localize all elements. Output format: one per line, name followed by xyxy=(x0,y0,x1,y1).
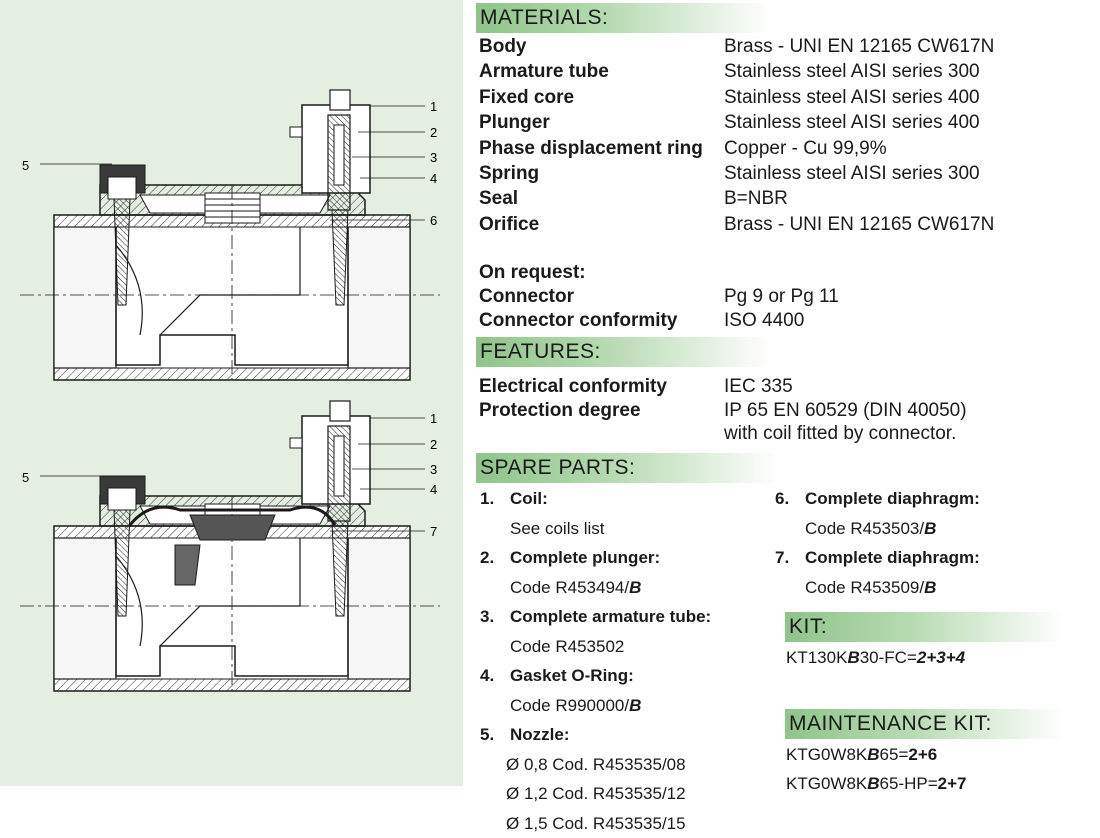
material-value: Stainless steel AISI series 400 xyxy=(724,85,980,110)
maintenance-kit-header: MAINTENANCE KIT: xyxy=(785,709,1064,739)
material-label: Plunger xyxy=(479,110,550,135)
on-request-label: Connector conformity xyxy=(479,309,677,333)
callout-5-top: 5 xyxy=(22,158,29,173)
callout-2-bottom: 2 xyxy=(430,437,437,452)
material-value: Stainless steel AISI series 300 xyxy=(724,161,980,186)
spare-parts-right-list: 6.Complete diaphragm: Code R453503/B 7.C… xyxy=(775,484,980,602)
nozzle-code: Ø 0,8 Cod. R453535/08 xyxy=(480,750,711,780)
feature-note: with coil fitted by connector. xyxy=(724,422,956,446)
callout-1-bottom: 1 xyxy=(430,411,437,426)
spare-part-title: 4.Gasket O-Ring: xyxy=(480,661,711,691)
spare-part-code: Code R453502 xyxy=(480,632,711,662)
features-header: FEATURES: xyxy=(476,337,770,367)
on-request-value: ISO 4400 xyxy=(724,309,804,333)
feature-label: Protection degree xyxy=(479,399,641,423)
material-label: Spring xyxy=(479,161,539,186)
material-label: Armature tube xyxy=(479,59,609,84)
spare-part-title: 5.Nozzle: xyxy=(480,720,711,750)
callout-3-top: 3 xyxy=(430,150,437,165)
material-label: Seal xyxy=(479,186,518,211)
spare-part-code: See coils list xyxy=(480,514,711,544)
material-value: Stainless steel AISI series 400 xyxy=(724,110,980,135)
callout-3-bottom: 3 xyxy=(430,462,437,477)
material-label: Fixed core xyxy=(479,85,574,110)
on-request-value: Pg 9 or Pg 11 xyxy=(724,285,839,309)
spare-part-title: 7.Complete diaphragm: xyxy=(775,543,980,573)
material-label: Body xyxy=(479,34,527,59)
spare-parts-header: SPARE PARTS: xyxy=(476,453,780,483)
spare-part-title: 2.Complete plunger: xyxy=(480,543,711,573)
spare-part-code: Code R453509/B xyxy=(775,573,980,603)
feature-value: IEC 335 xyxy=(724,375,793,399)
technical-drawing-panel: 5 1 2 3 4 6 5 1 2 3 4 7 xyxy=(0,0,463,786)
spare-part-code: Code R453494/B xyxy=(480,573,711,603)
valve-drawing-open: 5 1 2 3 4 7 xyxy=(20,401,440,691)
material-label: Phase displacement ring xyxy=(479,136,703,161)
spare-part-title: 6.Complete diaphragm: xyxy=(775,484,980,514)
valve-section-drawings: 5 1 2 3 4 6 5 1 2 3 4 7 xyxy=(0,0,463,786)
materials-header: MATERIALS: xyxy=(476,3,770,33)
material-value: Brass - UNI EN 12165 CW617N xyxy=(724,212,994,237)
maintenance-kit-code: KTG0W8KB65-HP=2+7 xyxy=(786,774,967,794)
callout-4-bottom: 4 xyxy=(430,482,437,497)
on-request-title: On request: xyxy=(479,261,586,285)
spare-parts-left-list: 1.Coil: See coils list 2.Complete plunge… xyxy=(480,484,711,838)
on-request-label: Connector xyxy=(479,285,574,309)
nozzle-code: Ø 1,2 Cod. R453535/12 xyxy=(480,779,711,809)
callout-5-bottom: 5 xyxy=(22,470,29,485)
material-value: Copper - Cu 99,9% xyxy=(724,136,887,161)
spare-part-code: Code R453503/B xyxy=(775,514,980,544)
material-value: B=NBR xyxy=(724,186,788,211)
valve-drawing-closed: 5 1 2 3 4 6 xyxy=(20,90,440,380)
nozzle-code: Ø 1,5 Cod. R453535/15 xyxy=(480,809,711,838)
feature-value: IP 65 EN 60529 (DIN 40050) xyxy=(724,399,967,423)
feature-label: Electrical conformity xyxy=(479,375,667,399)
callout-6-top: 6 xyxy=(430,213,437,228)
callout-1-top: 1 xyxy=(430,99,437,114)
spare-part-title: 1.Coil: xyxy=(480,484,711,514)
kit-code: KT130KB30-FC=2+3+4 xyxy=(786,648,965,668)
material-label: Orifice xyxy=(479,212,539,237)
callout-4-top: 4 xyxy=(430,171,437,186)
spare-part-title: 3.Complete armature tube: xyxy=(480,602,711,632)
maintenance-kit-code: KTG0W8KB65=2+6 xyxy=(786,745,937,765)
callout-2-top: 2 xyxy=(430,125,437,140)
material-value: Brass - UNI EN 12165 CW617N xyxy=(724,34,994,59)
callout-7-bottom: 7 xyxy=(430,524,437,539)
material-value: Stainless steel AISI series 300 xyxy=(724,59,980,84)
spare-part-code: Code R990000/B xyxy=(480,691,711,721)
kit-header: KIT: xyxy=(785,612,1064,642)
